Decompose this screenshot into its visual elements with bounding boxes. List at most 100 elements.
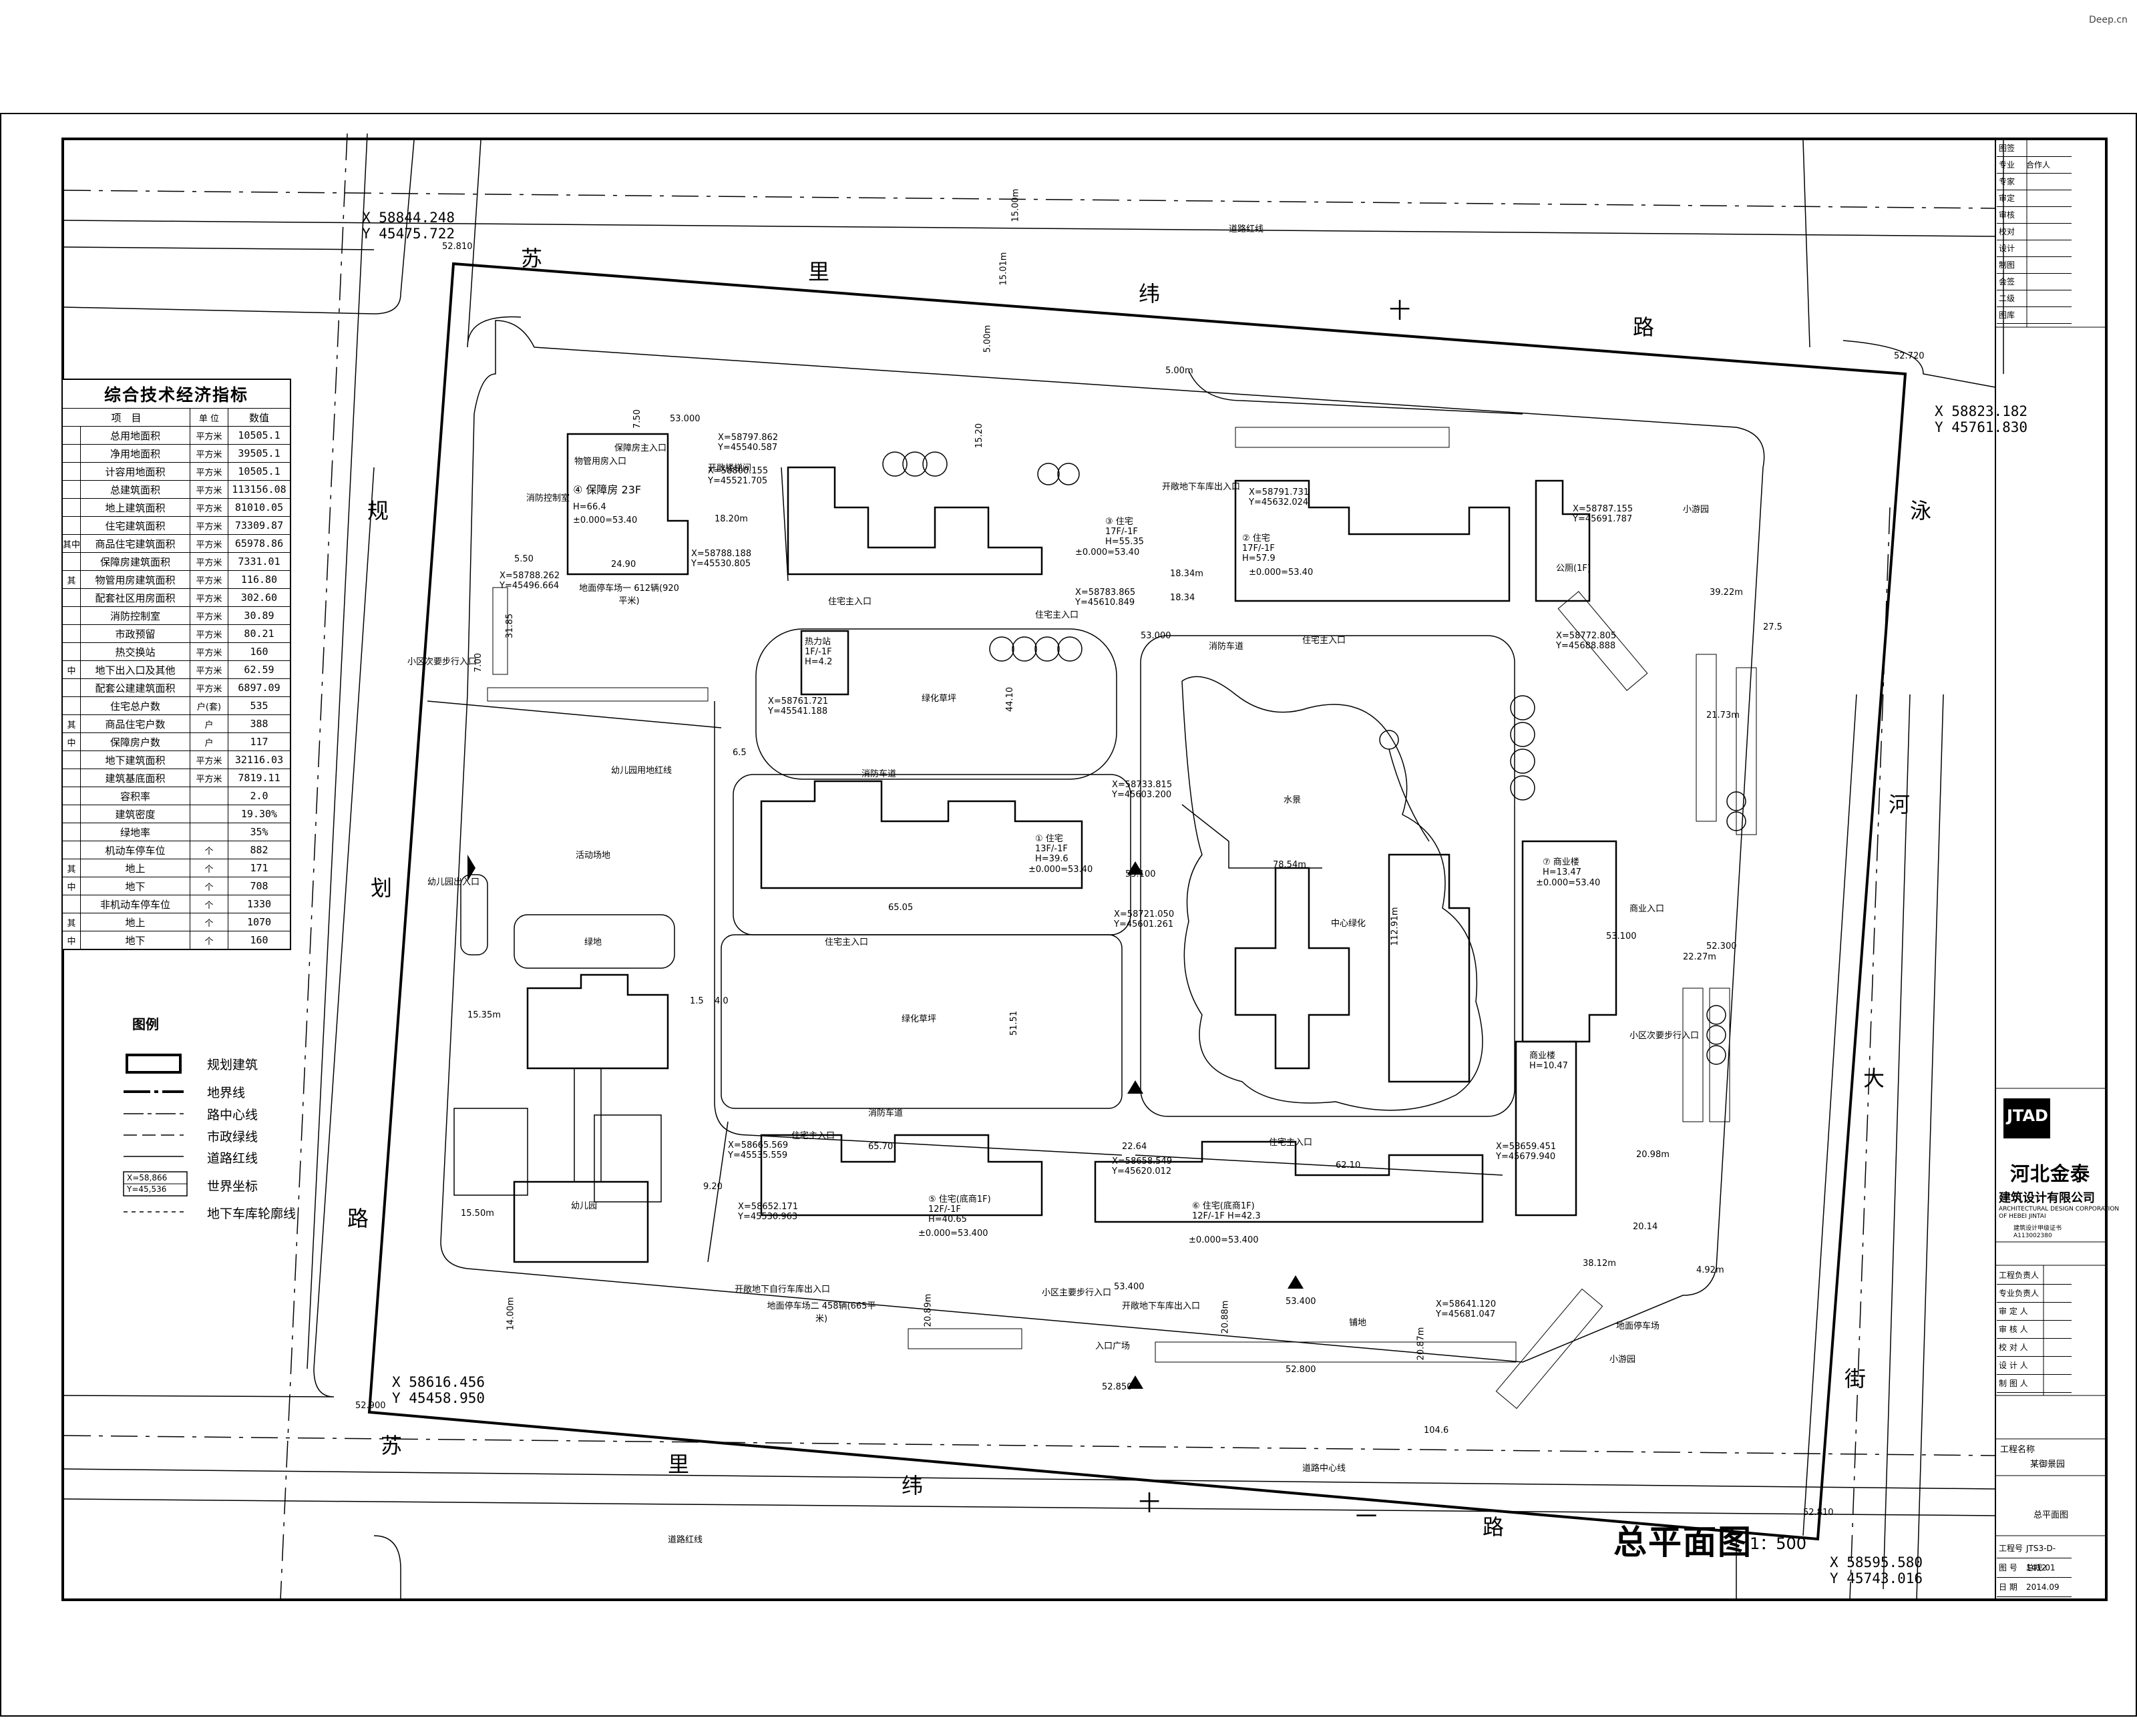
- building-1-label: ① 住宅 13F/-1F H=39.6: [1035, 834, 1068, 864]
- dim-13: 21.73m: [1706, 710, 1740, 720]
- title-block-row: 制 图 人: [1997, 1375, 2072, 1393]
- label-secondary-ped-entrance-1: 小区次要步行入口: [407, 657, 477, 667]
- kindergarten-site: [453, 874, 675, 1203]
- title-block-row: 专家: [1997, 174, 2072, 190]
- area-commercial-2: 商业楼 H=10.47: [1529, 1051, 1568, 1071]
- area-central-green: 中心绿化: [1331, 919, 1366, 929]
- indicator-unit: 平方米: [190, 462, 228, 481]
- legend-title: 图例: [132, 1016, 159, 1032]
- dim-2: 15.01m: [998, 252, 1009, 286]
- dim-24: 38.12m: [1583, 1259, 1616, 1269]
- elev-1: 53.000: [670, 414, 701, 424]
- road-east-char-3: 大: [1863, 1066, 1885, 1091]
- title-block-row: 审核: [1997, 207, 2072, 224]
- building-2-label: ② 住宅 17F/-1F H=57.9: [1242, 533, 1276, 564]
- dim-14: 78.54m: [1273, 860, 1306, 870]
- indicator-row: 住宅总户数户(套)535: [61, 696, 291, 715]
- indicator-group: 其: [61, 570, 81, 589]
- title-block-row: 会签: [1997, 274, 2072, 290]
- corner-sw-elev: 52.900: [355, 1401, 386, 1411]
- indicator-value: 81010.05: [228, 498, 291, 517]
- indicator-unit: 平方米: [190, 624, 228, 643]
- label-kindergarten-entrance: 幼儿园出入口: [427, 877, 480, 887]
- title-block-value: JTS3-D-1412: [2026, 1544, 2056, 1572]
- title-block-key: 专业负责人: [1999, 1289, 2039, 1298]
- indicator-value: 6897.09: [228, 678, 291, 697]
- road-red-line-south: 道路红线: [668, 1535, 703, 1545]
- area-green-1: 绿地: [584, 937, 602, 947]
- road-center-lines: [63, 133, 1996, 1600]
- indicator-unit: 平方米: [190, 769, 228, 787]
- title-block-key: 会签: [1999, 277, 2015, 286]
- label-garage-entrance-2: 开敞地下车库出入口: [1122, 1301, 1201, 1311]
- title-block-row: 二级: [1997, 290, 2072, 307]
- title-block-key: 设计: [1999, 244, 2015, 253]
- indicator-name: 热交换站: [80, 642, 190, 661]
- indicator-group: 其: [61, 859, 81, 877]
- indicator-unit: 平方米: [190, 678, 228, 697]
- label-commercial-entrance: 商业入口: [1629, 904, 1665, 914]
- indicator-group: [61, 787, 81, 805]
- building-4-label: ④ 保障房 23F: [573, 483, 642, 496]
- indicator-header-item: 项 目: [61, 408, 190, 427]
- title-block-row: 图 号总规-01: [1997, 1558, 2072, 1578]
- dim-27: 15.35m: [467, 1010, 501, 1020]
- indicator-name: 地上: [80, 859, 190, 877]
- indicator-name: 住宅总户数: [80, 696, 190, 715]
- road-south-char-4: 十: [1139, 1490, 1161, 1516]
- dim-18: 112.91m: [1390, 907, 1400, 946]
- indicator-table-title: 综合技术经济指标: [61, 379, 291, 409]
- indicator-group: [61, 624, 81, 643]
- building-6-label: ⑥ 住宅(底商1F) 12F/-1F H=42.3: [1192, 1201, 1261, 1221]
- indicator-unit: 个: [190, 895, 228, 913]
- elev-2: 53.000: [1141, 631, 1171, 641]
- indicator-group: [61, 895, 81, 913]
- road-south-char-2: 里: [668, 1452, 690, 1477]
- road-east-char-4: 街: [1844, 1366, 1867, 1391]
- building-4-elev: ±0.000=53.40: [573, 515, 638, 525]
- area-small-park-1: 小游园: [1683, 505, 1710, 515]
- indicator-name: 商品住宅建筑面积: [80, 534, 190, 553]
- indicator-value: 882: [228, 841, 291, 859]
- legend-green-line: 市政绿线: [207, 1130, 258, 1144]
- indicator-unit: 平方米: [190, 660, 228, 679]
- indicator-unit: [190, 805, 228, 823]
- road-east-char-1: 泳: [1910, 498, 1932, 523]
- indicator-group: 其中: [61, 534, 81, 553]
- indicator-value: 62.59: [228, 660, 291, 679]
- indicator-group: 中: [61, 660, 81, 679]
- indicator-value: 160: [228, 642, 291, 661]
- indicator-value: 1330: [228, 895, 291, 913]
- indicator-name: 容积率: [80, 787, 190, 805]
- indicator-value: 80.21: [228, 624, 291, 643]
- indicator-group: 中: [61, 931, 81, 950]
- central-water-feature: [1181, 676, 1483, 1111]
- indicator-unit: 平方米: [190, 426, 228, 445]
- label-guarantee-entrance: 保障房主入口: [614, 443, 667, 453]
- dim-9: 18.34m: [1170, 569, 1203, 579]
- watermark: Deep.cn: [2089, 15, 2128, 25]
- title-block-row: 校对: [1997, 224, 2072, 240]
- title-block-row: 审 定 人: [1997, 1303, 2072, 1321]
- dim-40: 20.87m: [1416, 1327, 1426, 1361]
- indicator-name: 物管用房建筑面积: [80, 570, 190, 589]
- title-block-key: 工程号: [1999, 1544, 2023, 1553]
- indicator-group: [61, 498, 81, 517]
